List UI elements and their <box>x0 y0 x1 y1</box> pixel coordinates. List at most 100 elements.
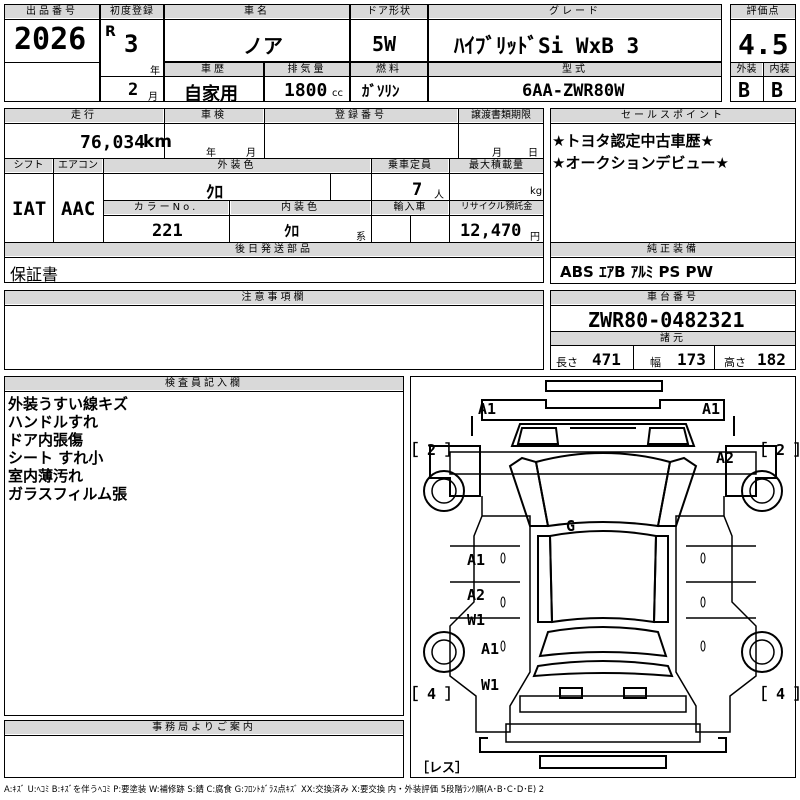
fuel: ｶﾞｿﾘﾝ <box>362 82 400 100</box>
grade: ﾊｲﾌﾞﾘｯﾄﾞSi WxB 3 <box>454 34 640 58</box>
ext-grade: B <box>738 78 751 102</box>
shift-header: シフト <box>5 159 52 172</box>
month-unit: 月 <box>148 92 158 103</box>
door-cell <box>350 4 428 62</box>
transfer-day-unit: 日 <box>528 148 538 159</box>
damage-left-front-door: A1 <box>467 551 486 569</box>
lot-number: 2026 <box>14 22 87 57</box>
sales-point-2: ★オークションデビュー★ <box>552 154 729 172</box>
registration-year: 3 <box>124 30 139 58</box>
ext-grade-header: 外装 <box>731 63 762 76</box>
recycle-header: リサイクル預託金 <box>450 201 543 214</box>
inspector-note: ドア内張傷 <box>8 431 84 449</box>
history-header: 車歴 <box>165 63 263 76</box>
score: 4.5 <box>738 28 789 61</box>
displacement: 1800 <box>284 80 328 101</box>
mileage-block <box>4 108 544 283</box>
capacity-unit: 人 <box>434 190 444 201</box>
max-load-unit: kg <box>530 186 543 197</box>
damage-front-right: A1 <box>702 400 721 418</box>
int-color-unit: 系 <box>356 232 366 243</box>
transfer-month-unit: 月 <box>492 148 502 159</box>
office-header: 事務局よりご案内 <box>5 721 403 734</box>
tire-front-left: ［ 2 ］ <box>403 441 461 459</box>
damage-fender-right: A2 <box>716 449 735 467</box>
displacement-cell <box>264 62 350 102</box>
lot-number-cell <box>4 4 100 102</box>
damage-front-left: A1 <box>478 400 497 418</box>
inspector-note: 外装うすい線キズ <box>8 395 129 413</box>
length: 471 <box>592 350 621 369</box>
max-load-header: 最大積載量 <box>450 159 543 172</box>
history-cell <box>164 62 264 102</box>
caution-header: 注意事項欄 <box>5 291 543 304</box>
tire-front-right: ［ 2 ］ <box>752 441 800 459</box>
grade-header: グレード <box>429 5 721 18</box>
year-unit: 年 <box>150 66 160 77</box>
ext-color: ｸﾛ <box>206 183 223 203</box>
inspection-header: 車検 <box>165 109 263 122</box>
model-code-header: 型式 <box>429 63 721 76</box>
first-registration-header: 初度登録 <box>101 5 163 18</box>
displacement-unit: cc <box>332 88 343 99</box>
inspector-note: シート すれ小 <box>8 449 104 467</box>
inspector-note: 室内薄汚れ <box>8 467 84 485</box>
int-grade-header: 内装 <box>764 63 795 76</box>
registration-header: 登録番号 <box>265 109 457 122</box>
int-color: ｸﾛ <box>284 222 300 240</box>
aircon: AAC <box>61 198 96 220</box>
import-header: 輸入車 <box>372 201 448 214</box>
tire-rear-left: ［ 4 ］ <box>403 685 461 703</box>
int-grade: B <box>771 78 784 102</box>
tire-rear-right: ［ 4 ］ <box>752 685 800 703</box>
later-parts-header: 後日発送部品 <box>5 243 543 256</box>
door-header: ドア形状 <box>351 5 427 18</box>
damage-rear-left-a: A1 <box>481 640 500 658</box>
fuel-cell <box>350 62 428 102</box>
inspection-year-unit: 年 <box>206 148 216 159</box>
int-color-header: 内装色 <box>231 201 370 214</box>
damage-left-rear-door-w: W1 <box>467 611 486 629</box>
ext-color-header: 外装色 <box>104 159 370 172</box>
era-label: R <box>105 24 116 40</box>
capacity: 7 <box>412 180 423 200</box>
car-diagram-drawing <box>423 380 783 769</box>
mileage-unit: km <box>143 132 173 152</box>
width-label: 幅 <box>650 356 661 369</box>
lot-number-header: 出品番号 <box>5 5 99 18</box>
sales-point-block <box>550 108 796 284</box>
height-label: 高さ <box>724 356 746 369</box>
damage-rear-left-w: W1 <box>481 676 500 694</box>
color-no-header: カラーNo. <box>104 201 228 214</box>
mileage-header: 走行 <box>5 109 163 122</box>
damage-roof: G <box>566 517 576 535</box>
length-label: 長さ <box>556 356 578 369</box>
car-name-cell <box>164 4 350 62</box>
chassis-number: ZWR80-0482321 <box>588 308 745 332</box>
dimensions-header: 諸元 <box>551 332 795 345</box>
width: 173 <box>677 350 706 369</box>
model-code: 6AA-ZWR80W <box>522 81 625 101</box>
aircon-header: エアコン <box>54 159 102 172</box>
color-no: 221 <box>152 221 183 241</box>
inspector-note: ハンドルすれ <box>8 413 99 431</box>
later-parts: 保証書 <box>10 265 59 284</box>
sales-point-header: セールスポイント <box>551 109 795 122</box>
equipment: ABS ｴｱB ｱﾙﾐ PS PW <box>560 263 714 281</box>
spare-tire: ［レス］ <box>416 761 469 776</box>
history: 自家用 <box>184 84 238 105</box>
car-name-header: 車名 <box>165 5 349 18</box>
model-code-cell <box>428 62 722 102</box>
grade-cell <box>428 4 722 62</box>
door-type: 5W <box>372 32 397 56</box>
chassis-header: 車台番号 <box>551 291 795 304</box>
equipment-header: 純正装備 <box>551 243 795 256</box>
shift: IAT <box>12 198 47 220</box>
first-registration-cell <box>100 4 164 102</box>
office-block <box>4 720 404 778</box>
chassis-block <box>550 290 796 370</box>
sales-point-1: ★トヨタ認定中古車歴★ <box>552 132 714 150</box>
capacity-header: 乗車定員 <box>372 159 448 172</box>
recycle-fee: 12,470 <box>460 221 522 241</box>
inspector-header: 検査員記入欄 <box>5 377 403 390</box>
